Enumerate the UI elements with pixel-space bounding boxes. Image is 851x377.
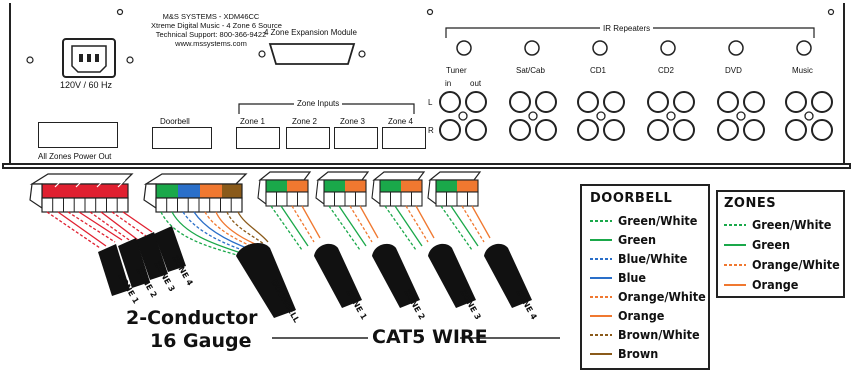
- expansion-port-icon[interactable]: [256, 40, 368, 68]
- doorbell-legend-title: DOORBELL: [590, 191, 673, 206]
- zones-power-port[interactable]: [38, 122, 118, 148]
- legend-blue-white: Blue/White: [590, 251, 688, 266]
- zone-inputs-label: Zone Inputs: [294, 99, 343, 108]
- in-label: in: [445, 79, 452, 88]
- zone-input-label-4: Zone 4: [388, 117, 413, 126]
- website: www.mssystems.com: [175, 39, 247, 48]
- zones-power-label: All Zones Power Out: [38, 152, 112, 161]
- doorbell-port[interactable]: [152, 127, 212, 149]
- zone-input-port-4[interactable]: [382, 127, 426, 149]
- power-wires: [46, 211, 153, 249]
- legend-brown: Brown: [590, 346, 659, 361]
- legend-green-white: Green/White: [590, 213, 698, 228]
- doorbell-port-label: Doorbell: [160, 117, 190, 126]
- legend-green: Green: [590, 232, 657, 247]
- zones-legend-green-white: Green/White: [724, 217, 832, 232]
- product-name: Xtreme Digital Music - 4 Zone 6 Source: [151, 21, 282, 30]
- r-label: R: [428, 126, 434, 135]
- legend-orange-white: Orange/White: [590, 289, 706, 304]
- zone-terminal-block: [257, 171, 362, 308]
- out-label: out: [470, 79, 482, 88]
- panel-base: [2, 163, 851, 169]
- zones-legend-green: Green: [724, 237, 791, 252]
- back-panel: [9, 3, 845, 168]
- zones-legend-orange-white: Orange/White: [724, 257, 840, 272]
- legend-orange: Orange: [590, 308, 665, 323]
- conductor-label-line2: 16 Gauge: [150, 330, 252, 352]
- conductor-label-line1: 2-Conductor: [126, 307, 258, 329]
- zone-input-port-2[interactable]: [286, 127, 330, 149]
- doorbell-terminal-block: [143, 173, 248, 213]
- zone-input-label-2: Zone 2: [292, 117, 317, 126]
- source-cd2: CD2: [658, 66, 675, 75]
- wiring-diagram: [29, 171, 560, 339]
- source-dvd: DVD: [725, 66, 742, 75]
- doorbell-legend: DOORBELL Green/White Green Blue/White Bl…: [580, 184, 710, 370]
- zone-input-label-1: Zone 1: [240, 117, 265, 126]
- rca-jack-panel: [439, 91, 833, 141]
- zones-legend: ZONES Green/White Green Orange/White Ora…: [716, 190, 845, 298]
- legend-brown-white: Brown/White: [590, 327, 700, 342]
- zone-input-label-3: Zone 3: [340, 117, 365, 126]
- zone-input-port-1[interactable]: [236, 127, 280, 149]
- source-cd1: CD1: [590, 66, 607, 75]
- company-info: M&S SYSTEMS - XDM46CC Xtreme Digital Mus…: [151, 12, 282, 48]
- company-name: M&S SYSTEMS - XDM46CC: [162, 12, 260, 21]
- doorbell-plug: [236, 242, 296, 318]
- power-plugs: [98, 226, 186, 296]
- rca-jack-set: [439, 91, 487, 141]
- source-satcab: Sat/Cab: [516, 66, 545, 75]
- source-tuner: Tuner: [446, 66, 467, 75]
- voltage-label: 120V / 60 Hz: [60, 80, 113, 90]
- power-inlet-icon: [62, 38, 116, 78]
- power-terminal-block: [29, 173, 134, 213]
- zones-legend-title: ZONES: [724, 196, 777, 211]
- legend-blue: Blue: [590, 270, 647, 285]
- support-phone: Technical Support: 800-366-9422: [155, 30, 267, 39]
- zone-input-port-3[interactable]: [334, 127, 378, 149]
- source-music: Music: [792, 66, 813, 75]
- ir-repeaters-label: IR Repeaters: [600, 24, 654, 33]
- panel-screws: [26, 8, 835, 64]
- cat5-label: CAT5 WIRE: [372, 326, 488, 348]
- l-label: L: [428, 98, 433, 107]
- zones-legend-orange: Orange: [724, 277, 799, 292]
- expansion-label: 4 Zone Expansion Module: [264, 28, 357, 37]
